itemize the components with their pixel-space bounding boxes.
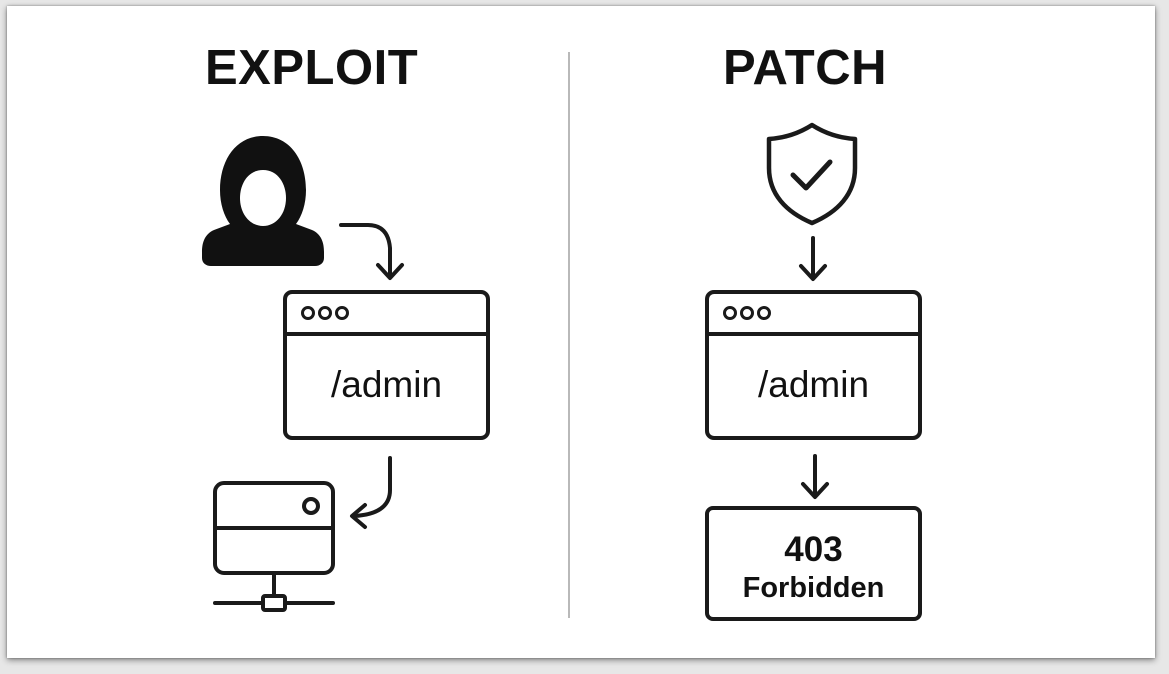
exploit-heading: EXPLOIT [205,41,419,95]
arrow-browser-to-response-icon [801,454,829,499]
arrow-hacker-to-browser-icon [339,223,404,280]
patch-browser-window: /admin [705,290,922,440]
window-dot-icon [740,306,754,320]
arrow-shield-to-browser-icon [799,236,827,281]
column-divider [568,52,570,618]
window-dot-icon [318,306,332,320]
patch-heading: PATCH [723,41,887,95]
window-dot-icon [335,306,349,320]
window-dot-icon [301,306,315,320]
server-network-icon [213,481,335,612]
hooded-hacker-icon [202,136,324,266]
exploit-browser-window: /admin [283,290,490,440]
browser-title-bar [287,294,486,336]
patch-request-path: /admin [757,364,870,405]
response-status-text: Forbidden [742,572,885,604]
browser-title-bar [709,294,918,336]
shield-check-icon [766,122,858,226]
window-dot-icon [757,306,771,320]
arrow-browser-to-server-icon [350,456,392,529]
diagram-card [7,6,1155,658]
exploit-request-path: /admin [330,364,443,405]
window-dot-icon [723,306,737,320]
response-status-code: 403 [784,530,843,569]
forbidden-response-box: 403 Forbidden [705,506,922,621]
